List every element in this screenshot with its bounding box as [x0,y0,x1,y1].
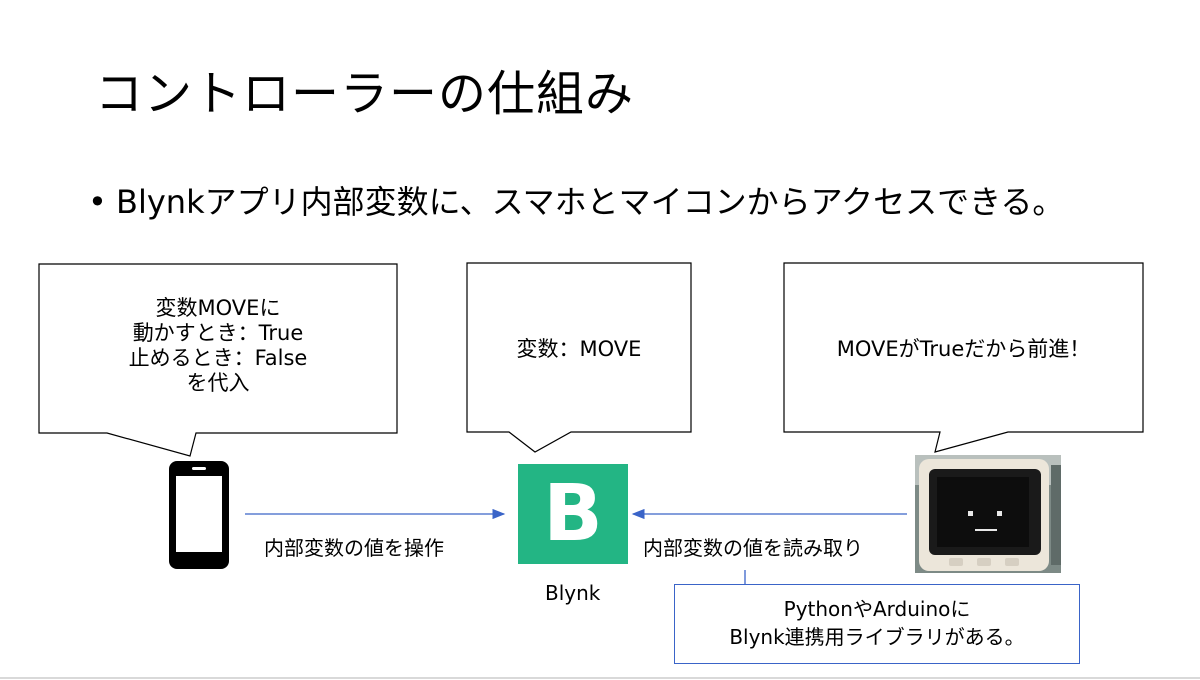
phone-callout-line: 動かすとき：True [132,321,304,345]
phone-callout-line: を代入 [186,371,250,395]
slide-title: コントローラーの仕組み [95,66,635,122]
library-note-box: PythonやArduinoに Blynk連携用ライブラリがある。 [674,584,1080,664]
device-callout-text: MOVEがTrueだから前進！ [836,337,1091,361]
blynk-callout-bubble [466,262,692,453]
arrow-label-operate: 内部変数の値を操作 [264,536,444,560]
device-callout-bubble [783,262,1144,453]
phone-callout-bubble [38,263,398,457]
blynk-callout-text: 変数：MOVE [516,337,642,361]
arrow-label-read: 内部変数の値を読み取り [643,536,863,560]
bottom-divider [0,677,1200,679]
blynk-logo-letter: B [543,469,603,559]
library-note-text: PythonやArduinoに Blynk連携用ライブラリがある。 [675,595,1079,651]
note-line: Blynk連携用ライブラリがある。 [729,625,1025,649]
smartphone-icon [169,461,229,569]
phone-callout-line: 変数MOVEに [155,296,281,320]
note-line: PythonやArduinoに [783,597,971,621]
blynk-logo: B [518,464,628,564]
bullet-text: Blynkアプリ内部変数に、スマホとマイコンからアクセスできる。 [116,183,1065,221]
phone-callout-line: 止めるとき：False [128,346,308,370]
bullet-item: •Blynkアプリ内部変数に、スマホとマイコンからアクセスできる。 [88,180,1064,224]
m5stack-device-photo [915,455,1061,573]
bullet-dot-icon: • [88,183,107,221]
blynk-caption: Blynk [545,581,601,605]
phone-callout-text: 変数MOVEに 動かすとき：True 止めるとき：False を代入 [39,296,397,396]
